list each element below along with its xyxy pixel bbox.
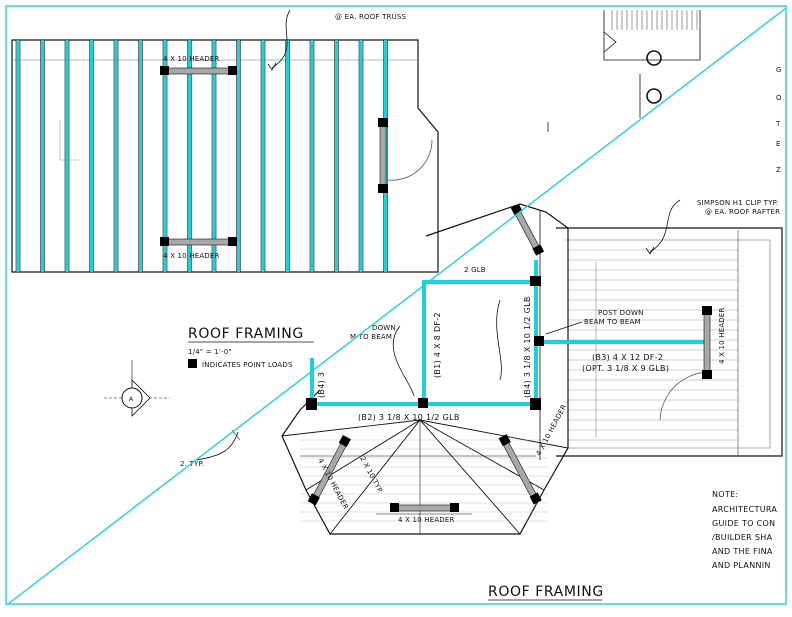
truss-member xyxy=(162,40,168,272)
rafter-typ-label: 2 X 10 TYP. xyxy=(358,455,384,495)
typ-note: 2. TYP. xyxy=(180,460,204,468)
truss-member xyxy=(64,40,70,272)
post-down-left-line2: M TO BEAM xyxy=(350,333,392,341)
right-edge-char-0: G xyxy=(776,66,782,74)
post-down-left-line1: DOWN xyxy=(372,324,396,332)
header-right xyxy=(702,306,712,379)
beam-b2-label: (B2) 3 1/8 X 10 1/2 GLB xyxy=(358,413,460,422)
roof-framing-main-view: SIMPSON H1 CLIP TYP. @ EA. ROOF RAFTER P… xyxy=(195,199,783,535)
rafter-lines-right xyxy=(568,249,738,441)
roof-framing-bottom-title: ROOF FRAMING xyxy=(488,584,604,600)
header-bottom-center-label: 4 X 10 HEADER xyxy=(398,516,455,524)
section-marker-circle xyxy=(121,387,143,409)
header-diag-right xyxy=(498,434,542,505)
truss-member xyxy=(358,40,364,272)
post-down-line1: POST DOWN xyxy=(598,309,644,317)
truss-member xyxy=(15,40,21,272)
header-top xyxy=(160,66,237,75)
truss-member xyxy=(113,40,119,272)
simpson-line2: @ EA. ROOF RAFTER xyxy=(705,208,780,216)
top-partial-label: 2 GLB xyxy=(464,266,486,274)
truss-member xyxy=(236,40,241,272)
post-down-line2: BEAM TO BEAM xyxy=(584,318,641,326)
truss-member xyxy=(260,40,266,272)
right-edge-char-3: E xyxy=(776,140,781,148)
note-title: NOTE: xyxy=(712,490,738,499)
truss-member xyxy=(138,40,143,272)
note-line-4: AND THE FINA xyxy=(712,547,773,556)
truss-note: @ EA. ROOF TRUSS xyxy=(335,13,407,21)
note-block: NOTE: ARCHITECTURA GUIDE TO CON /BUILDER… xyxy=(712,490,777,570)
siding-lines xyxy=(611,10,698,30)
header-side xyxy=(378,118,388,193)
beam-b4-label: (B4) 3 1/8 X 10 1/2 GLB xyxy=(523,296,532,398)
simpson-line1: SIMPSON H1 CLIP TYP. xyxy=(697,199,778,207)
beam-b3-opt: (OPT. 3 1/8 X 9 GLB) xyxy=(582,364,669,373)
point-load-legend-label: INDICATES POINT LOADS xyxy=(202,361,293,369)
truss-member xyxy=(309,40,315,272)
roof-truss-lines xyxy=(15,40,388,272)
beam-b3-label: (B3) 4 X 12 DF-2 xyxy=(592,353,663,362)
header-diag-top xyxy=(510,203,545,256)
right-edge-char-1: O xyxy=(776,94,782,102)
truss-framing-view: @ EA. ROOF TRUSS 4 X 10 HEADER 4 X 10 HE… xyxy=(11,9,439,273)
truss-member xyxy=(89,40,94,272)
header-diag-left xyxy=(307,434,351,506)
header-bottom-label: 4 X 10 HEADER xyxy=(163,252,220,260)
beam-b1-label: (B1) 4 X 8 DF-2 xyxy=(433,312,442,378)
point-load-posts xyxy=(306,276,544,410)
truss-member xyxy=(187,40,192,272)
note-line-2: GUIDE TO CON xyxy=(712,519,775,528)
title-block-left: ROOF FRAMING 1/4" = 1'-0" INDICATES POIN… xyxy=(104,326,314,468)
truss-member xyxy=(285,40,290,272)
top-right-fragment xyxy=(547,10,701,132)
roof-framing-title: ROOF FRAMING xyxy=(188,326,304,342)
right-edge-char-2: T xyxy=(775,120,781,128)
note-line-3: /BUILDER SHA xyxy=(712,533,773,542)
truss-member xyxy=(334,40,339,272)
section-marker-label: A xyxy=(129,396,134,403)
header-bottom-center xyxy=(376,503,472,515)
note-line-5: AND PLANNIN xyxy=(712,561,771,570)
beam-b4-left-label: (B4) 3 xyxy=(317,372,326,398)
point-load-legend-square xyxy=(188,359,197,368)
right-edge-char-4: Z xyxy=(776,166,781,174)
cyan-overlay xyxy=(5,5,787,605)
note-line-1: ARCHITECTURA xyxy=(712,505,777,514)
truss-member xyxy=(40,40,45,272)
scale-label: 1/4" = 1'-0" xyxy=(188,348,232,356)
header-right-label: 4 X 10 HEADER xyxy=(718,307,726,364)
truss-member xyxy=(211,40,217,272)
header-top-label: 4 X 10 HEADER xyxy=(163,55,220,63)
header-bottom xyxy=(160,237,237,246)
